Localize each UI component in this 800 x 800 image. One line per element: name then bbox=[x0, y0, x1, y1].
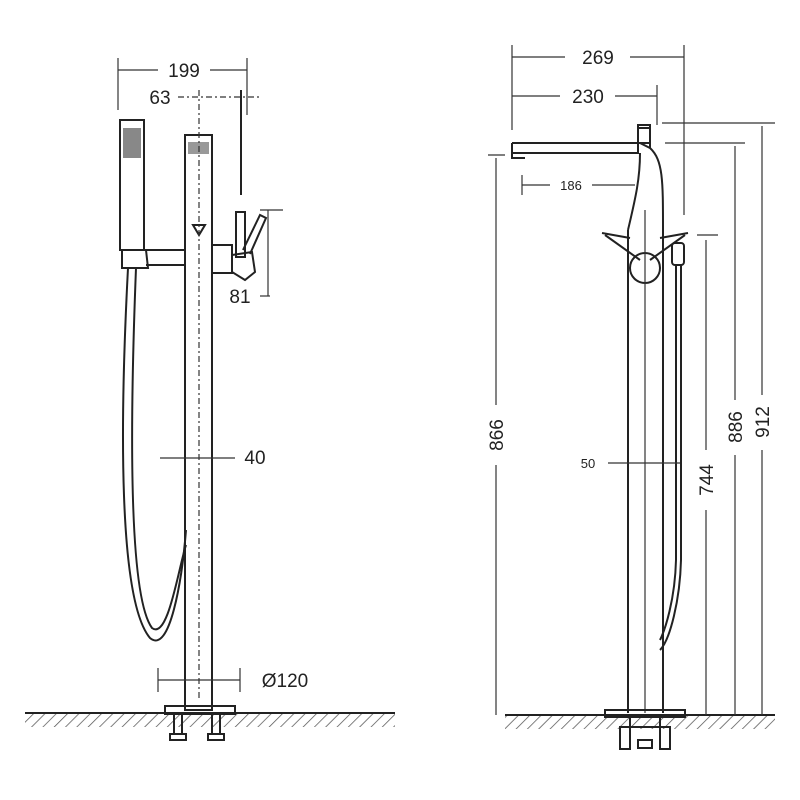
dim-886: 886 bbox=[665, 142, 747, 715]
column-left bbox=[184, 90, 233, 711]
dim-label: 230 bbox=[572, 87, 604, 108]
base-left bbox=[164, 705, 236, 741]
dim-40: 40 bbox=[160, 448, 266, 469]
dim-label: 199 bbox=[168, 61, 200, 82]
base-right bbox=[604, 709, 686, 750]
dim-label: 50 bbox=[581, 456, 595, 471]
column-right bbox=[627, 210, 664, 713]
dim-label: 269 bbox=[582, 48, 614, 69]
spout bbox=[511, 124, 664, 231]
floor-left bbox=[25, 712, 395, 727]
dim-744: 744 bbox=[697, 234, 718, 715]
dim-label: 81 bbox=[229, 287, 250, 308]
dim-912: 912 bbox=[662, 122, 775, 715]
dim-label: 40 bbox=[244, 448, 265, 469]
floor-right bbox=[505, 714, 775, 729]
dim-label: 63 bbox=[149, 88, 170, 109]
mixer-handle-left bbox=[231, 211, 268, 282]
dim-199: 199 bbox=[117, 58, 248, 115]
dim-label: 744 bbox=[697, 464, 718, 496]
hose-left bbox=[122, 267, 187, 642]
dim-label: Ø120 bbox=[262, 671, 308, 692]
dim-label: 912 bbox=[753, 406, 774, 438]
dim-50: 50 bbox=[581, 456, 680, 471]
side-view: 199 63 81 40 Ø120 bbox=[25, 58, 395, 741]
dim-63: 63 bbox=[149, 88, 262, 195]
dim-81: 81 bbox=[229, 209, 283, 308]
dim-label: 186 bbox=[560, 178, 582, 193]
dim-label: 886 bbox=[726, 411, 747, 443]
dim-label: 866 bbox=[487, 419, 508, 451]
dim-230: 230 bbox=[512, 85, 658, 125]
dim-120: Ø120 bbox=[157, 668, 308, 692]
dim-269: 269 bbox=[511, 45, 685, 215]
hand-shower bbox=[119, 119, 186, 269]
front-view: 269 230 186 866 50 744 bbox=[487, 45, 775, 750]
dim-866: 866 bbox=[487, 154, 508, 715]
dim-186: 186 bbox=[521, 175, 635, 195]
